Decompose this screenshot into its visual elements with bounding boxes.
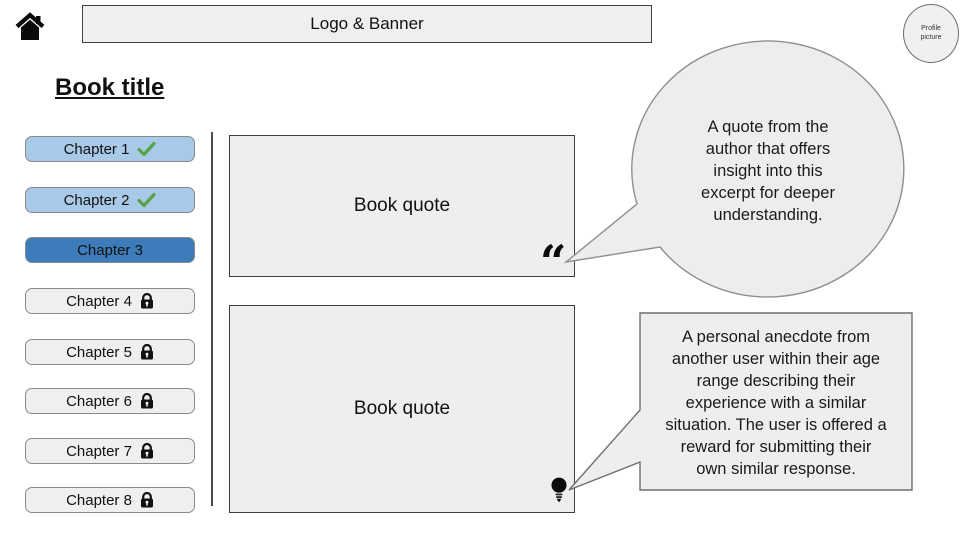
book-title: Book title (55, 74, 165, 101)
check-icon (137, 141, 157, 157)
chapter-7-button[interactable]: Chapter 7 (25, 438, 195, 464)
book-quote-label: Book quote (353, 398, 451, 419)
chapter-3-label: Chapter 3 (77, 241, 143, 259)
lock-icon (140, 344, 154, 360)
book-quote-box-1: Book quote (229, 135, 575, 277)
lock-icon (140, 443, 154, 459)
chapter-1-label: Chapter 1 (63, 140, 130, 158)
chapter-1-button[interactable]: Chapter 1 (25, 136, 195, 162)
lightbulb-icon[interactable] (549, 476, 569, 510)
quotation-marks-icon[interactable]: “ (540, 235, 567, 289)
home-icon (14, 12, 46, 46)
chapter-2-label: Chapter 2 (63, 191, 130, 209)
chapter-7-label: Chapter 7 (66, 442, 132, 460)
anecdote-callout-text: A personal anecdote from another user wi… (665, 328, 887, 478)
chapter-5-button[interactable]: Chapter 5 (25, 339, 195, 365)
chapter-5-label: Chapter 5 (66, 343, 132, 361)
chapter-3-button[interactable]: Chapter 3 (25, 237, 195, 263)
chapter-4-button[interactable]: Chapter 4 (25, 288, 195, 314)
lock-icon (140, 293, 154, 309)
lock-icon (140, 393, 154, 409)
profile-picture[interactable]: Profile picture (903, 4, 959, 63)
book-quote-label: Book quote (353, 195, 451, 216)
logo-banner[interactable]: Logo & Banner (82, 5, 652, 43)
chapter-4-label: Chapter 4 (66, 292, 132, 310)
book-quote-box-2: Book quote (229, 305, 575, 513)
sidebar-divider (211, 132, 213, 506)
chapter-6-label: Chapter 6 (66, 392, 132, 410)
author-quote-callout-text: A quote from the author that offers insi… (701, 118, 835, 224)
logo-banner-label: Logo & Banner (310, 14, 424, 33)
lock-icon (140, 492, 154, 508)
check-icon (137, 192, 157, 208)
home-button[interactable] (14, 12, 46, 42)
chapter-6-button[interactable]: Chapter 6 (25, 388, 195, 414)
chapter-2-button[interactable]: Chapter 2 (25, 187, 195, 213)
profile-picture-label: Profile picture (920, 24, 942, 41)
chapter-8-button[interactable]: Chapter 8 (25, 487, 195, 513)
chapter-8-label: Chapter 8 (66, 491, 132, 509)
